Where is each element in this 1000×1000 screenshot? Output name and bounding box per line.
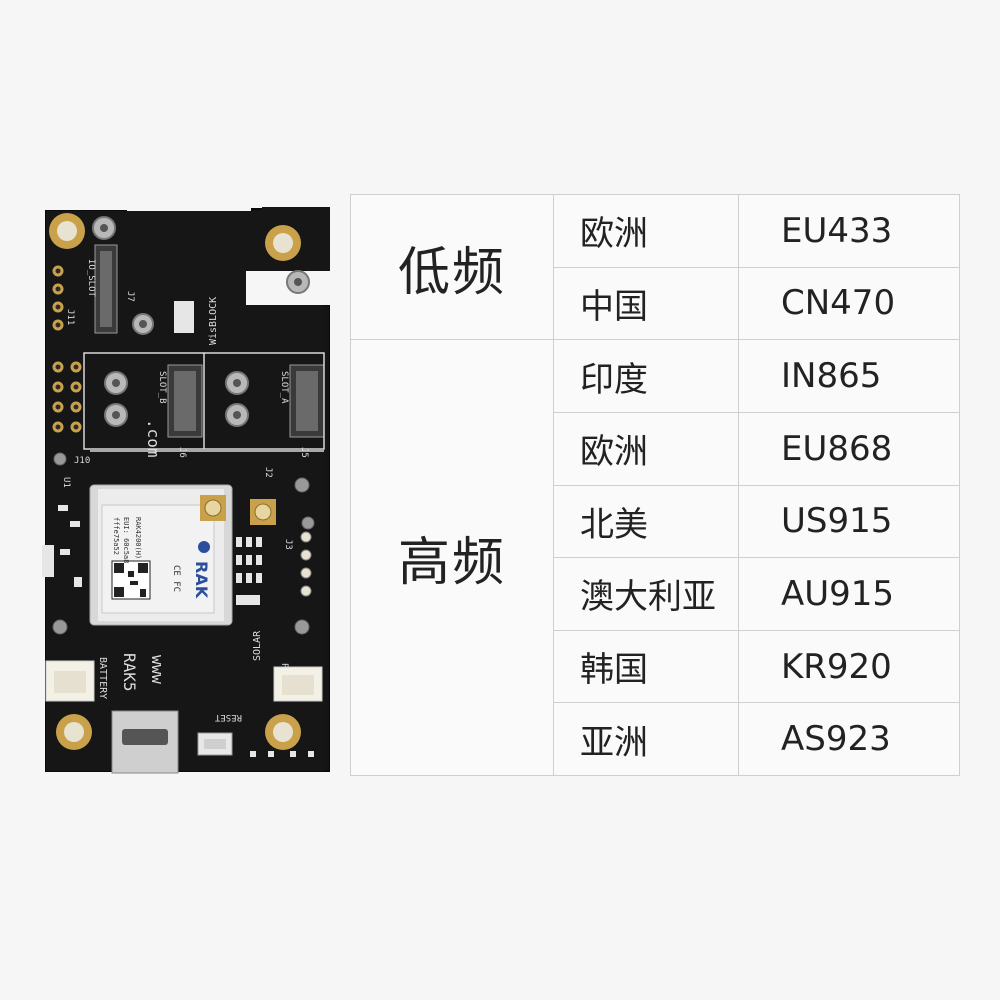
silk-www: www (148, 655, 167, 684)
silk-battery: BATTERY (97, 657, 108, 699)
wisblock-connector (174, 301, 194, 333)
region-cell: 亚洲 (553, 702, 739, 776)
table-row: 澳大利亚 AU915 (351, 557, 960, 631)
table-row: 韩国 KR920 (351, 629, 960, 704)
qr-code-icon (111, 560, 151, 600)
standoff-centers (100, 224, 302, 419)
region-cell: 中国 (553, 266, 739, 341)
screw-icon (52, 452, 315, 635)
silk-slot-b: SLOT_B (157, 371, 167, 404)
pin-header-j3 (300, 531, 312, 597)
band-code-cell: EU433 (738, 194, 960, 268)
usb-port-icon (111, 710, 179, 774)
smd-components (58, 505, 314, 757)
silk-u1: U1 (61, 477, 71, 488)
silk-j6: J6 (177, 447, 187, 458)
region-cell: 北美 (553, 484, 739, 559)
silk-com: .com (144, 419, 163, 458)
silk-j3: J3 (283, 539, 293, 550)
table-row: 低频 欧洲 EU433 (350, 193, 960, 341)
antenna-connector-icon (200, 495, 226, 521)
reset-button-icon (197, 732, 233, 756)
silk-j7: J7 (125, 291, 135, 302)
silk-solar: SOLAR (252, 630, 263, 661)
silk-rak5: RAK5 (120, 653, 139, 692)
mounting-hole-icon (56, 714, 92, 750)
silk-slot-a: SLOT_A (279, 371, 289, 404)
band-code-cell: US915 (738, 484, 960, 559)
silkscreen-outlines (83, 352, 325, 452)
module-brand: RAK (192, 561, 211, 599)
antenna-connector-icon (250, 499, 276, 525)
region-cell: 印度 (553, 339, 739, 413)
slot-b-connector (167, 364, 203, 438)
board-image: J11 IO_SLOT J7 WisBLOCK SLOT_B SLOT_A J6… (40, 205, 330, 775)
rak-logo-icon (198, 541, 210, 553)
silk-io-slot: IO_SLOT (86, 259, 96, 298)
band-code-cell: AS923 (738, 702, 960, 776)
table-row: 亚洲 AS923 (351, 702, 960, 776)
silk-wisblock: WisBLOCK (208, 297, 219, 345)
pin-header-j11 (52, 265, 82, 433)
table-row: 中国 CN470 (351, 266, 960, 341)
io-slot-connector (94, 244, 118, 334)
module-marks: CE FC (171, 565, 181, 592)
region-cell: 欧洲 (553, 411, 739, 486)
module-model: RAK4200(H) (134, 517, 142, 559)
region-cell: 澳大利亚 (553, 557, 739, 631)
band-low-frequency: 低频 (350, 193, 554, 341)
battery-connector (45, 660, 95, 702)
band-code-cell: AU915 (738, 557, 960, 631)
mounting-hole-icon (49, 213, 85, 249)
table-row: 高频 印度 IN865 (350, 339, 960, 776)
silk-j10: J10 (74, 456, 90, 466)
module-eui-1: EUI: 60c5a8 (122, 517, 130, 563)
module-eui-2: fffe75a52 (112, 517, 120, 555)
side-switch (42, 545, 54, 577)
slot-a-connector (289, 364, 325, 438)
mounting-hole-icon (265, 714, 301, 750)
mounting-hole-icon (265, 225, 301, 261)
band-code-cell: CN470 (738, 266, 960, 341)
region-cell: 韩国 (553, 629, 739, 704)
pcb-board-illustration: J11 IO_SLOT J7 WisBLOCK SLOT_B SLOT_A J6… (42, 207, 330, 774)
band-code-cell: KR920 (738, 629, 960, 704)
silk-j11: J11 (65, 309, 75, 325)
band-code-cell: EU868 (738, 411, 960, 486)
solar-connector (273, 666, 323, 702)
frequency-band-table: 低频 欧洲 EU433 中国 CN470 高频 印度 IN865 欧洲 EU86… (350, 193, 960, 776)
band-code-cell: IN865 (738, 339, 960, 413)
band-high-frequency: 高频 (350, 339, 554, 776)
table-row: 欧洲 EU868 (351, 411, 960, 486)
silk-j2: J2 (263, 467, 273, 478)
silk-j5: J5 (299, 447, 309, 458)
region-cell: 欧洲 (553, 194, 739, 268)
silk-reset: RESET (214, 712, 242, 722)
